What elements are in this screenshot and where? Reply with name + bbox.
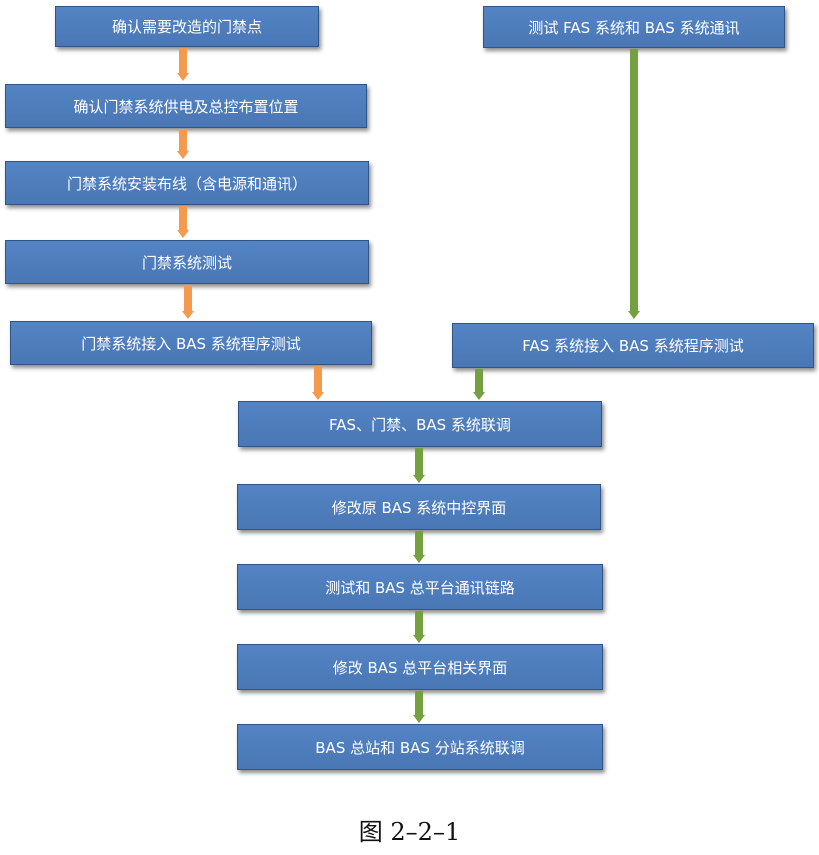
step-test-fas-bas-comm: 测试 FAS 系统和 BAS 系统通讯 bbox=[483, 6, 785, 48]
step-bas-master-slave-debug: BAS 总站和 BAS 分站系统联调 bbox=[237, 724, 603, 770]
step-joint-debug-fas-door-bas: FAS、门禁、BAS 系统联调 bbox=[238, 401, 602, 447]
arrow-orange-1 bbox=[176, 48, 190, 81]
arrow-green-from-fas bbox=[472, 369, 486, 400]
arrow-orange-3 bbox=[176, 206, 190, 238]
step-modify-bas-control-ui: 修改原 BAS 系统中控界面 bbox=[237, 484, 601, 530]
arrow-orange-4 bbox=[181, 285, 195, 319]
arrow-green-c4 bbox=[412, 691, 426, 723]
arrow-orange-5 bbox=[311, 366, 325, 400]
step-door-system-test: 门禁系统测试 bbox=[5, 240, 369, 284]
arrow-green-long bbox=[627, 49, 641, 319]
step-confirm-power-location: 确认门禁系统供电及总控布置位置 bbox=[5, 84, 367, 128]
step-install-wiring: 门禁系统安装布线（含电源和通讯） bbox=[5, 161, 369, 205]
step-door-connect-bas: 门禁系统接入 BAS 系统程序测试 bbox=[10, 321, 372, 365]
arrow-green-c2 bbox=[412, 531, 426, 563]
step-fas-connect-bas: FAS 系统接入 BAS 系统程序测试 bbox=[452, 323, 814, 368]
arrow-green-c3 bbox=[412, 611, 426, 643]
arrow-green-c1 bbox=[412, 448, 426, 483]
figure-caption: 图 2–2–1 bbox=[358, 818, 461, 846]
step-test-bas-link: 测试和 BAS 总平台通讯链路 bbox=[237, 564, 603, 610]
step-modify-bas-platform-ui: 修改 BAS 总平台相关界面 bbox=[237, 644, 603, 690]
arrow-orange-2 bbox=[176, 129, 190, 159]
step-confirm-door-points: 确认需要改造的门禁点 bbox=[55, 6, 319, 47]
